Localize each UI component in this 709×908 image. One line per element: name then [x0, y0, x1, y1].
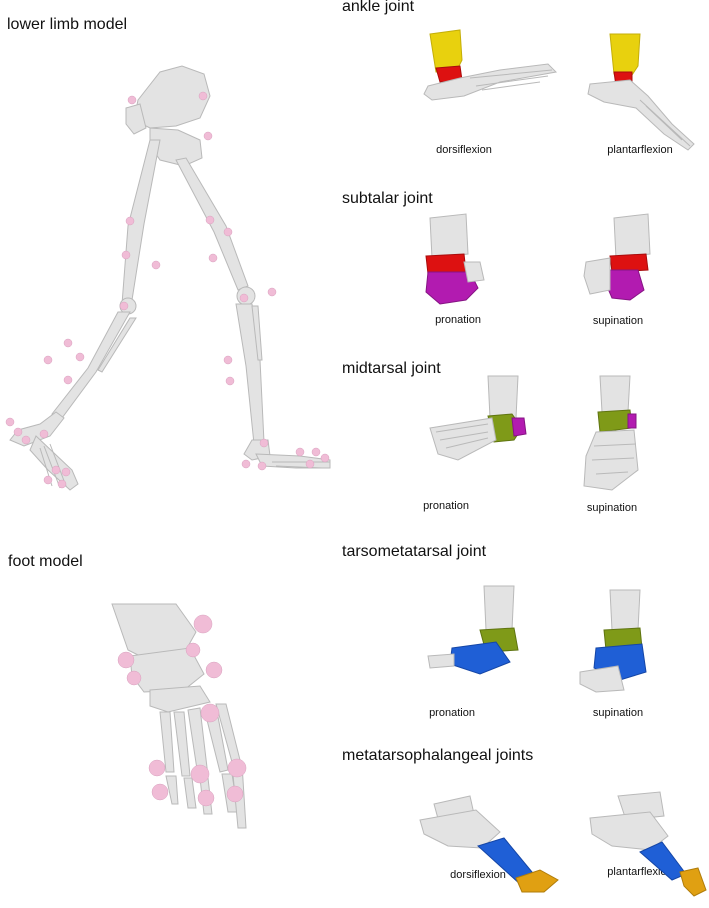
midtarsal-supination-caption: supination [586, 502, 638, 514]
subtalar-pronation-figure [425, 213, 485, 305]
lower-limb-model-figure [9, 65, 331, 491]
metatarsophalangeal-plantarflexion-figure [589, 791, 707, 897]
midtarsal-joint-title: midtarsal joint [342, 360, 441, 377]
foot-model-figure [111, 603, 247, 829]
right-leg-bones [9, 139, 161, 491]
subtalar-supination-caption: supination [592, 315, 644, 327]
midtarsal-pronation-figure [429, 375, 527, 461]
subtalar-pronation-caption: pronation [435, 314, 481, 326]
metatarsophalangeal-dorsiflexion-caption: dorsiflexion [450, 869, 506, 881]
ankle-plantarflexion-figure [587, 33, 695, 151]
foot-model-title: foot model [8, 553, 83, 570]
tarsometatarsal-pronation-figure [427, 585, 519, 675]
foot-model-markers [117, 614, 247, 807]
metatarsophalangeal-joints-title: metatarsophalangeal joints [342, 747, 534, 764]
lower-limb-model-title: lower limb model [7, 16, 128, 33]
tarsometatarsal-joint-title: tarsometatarsal joint [342, 543, 487, 560]
lower-limb-markers [5, 91, 330, 489]
metatarsophalangeal-plantarflexion-caption: plantarflexion [607, 866, 673, 878]
midtarsal-pronation-caption: pronation [423, 500, 469, 512]
ankle-joint-title: ankle joint [342, 0, 415, 15]
left-leg-bones [175, 157, 331, 469]
tarsometatarsal-supination-caption: supination [592, 707, 644, 719]
tarsometatarsal-pronation-caption: pronation [429, 707, 475, 719]
ankle-plantarflexion-caption: plantarflexion [607, 144, 673, 156]
tarsometatarsal-supination-figure [579, 589, 647, 693]
ankle-dorsiflexion-caption: dorsiflexion [436, 144, 492, 156]
ankle-dorsiflexion-figure [423, 29, 558, 101]
pelvis [125, 65, 211, 167]
metatarsophalangeal-dorsiflexion-figure [419, 795, 559, 893]
midtarsal-supination-figure [583, 375, 639, 491]
subtalar-supination-figure [583, 213, 651, 301]
subtalar-joint-title: subtalar joint [342, 190, 433, 207]
